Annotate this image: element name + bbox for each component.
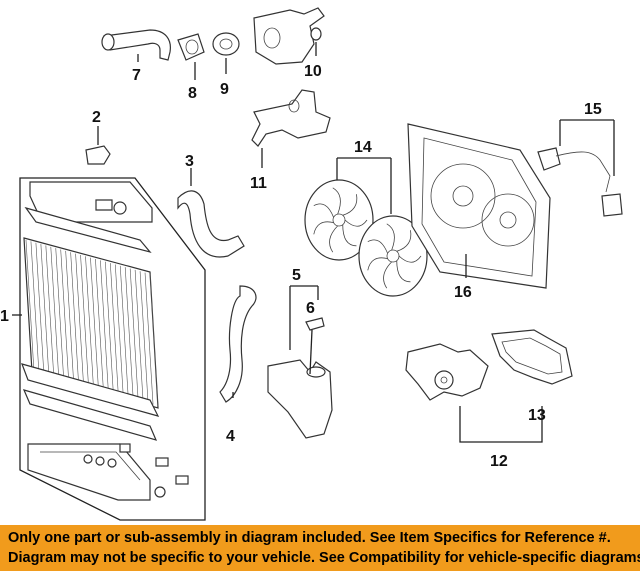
- disclaimer-line-1: Only one part or sub-assembly in diagram…: [8, 530, 611, 546]
- callout-5: 5: [292, 267, 301, 284]
- callout-12: 12: [490, 453, 508, 470]
- callout-7: 7: [132, 67, 141, 84]
- callout-13: 13: [528, 407, 546, 424]
- callout-6: 6: [306, 300, 315, 317]
- disclaimer-banner: Only one part or sub-assembly in diagram…: [0, 525, 640, 571]
- coolant-reservoir: [267, 285, 333, 439]
- cooling-system-exploded-diagram: 1 2 3 4 5 6 7 8 9 10 11 12 13 14 15 16: [0, 7, 623, 521]
- radiator-cap: [85, 126, 111, 165]
- callout-15: 15: [584, 101, 602, 118]
- upper-radiator-hose: [177, 168, 245, 258]
- callout-16: 16: [454, 284, 472, 301]
- bypass-pipe: [251, 89, 331, 168]
- water-pump-gasket: [459, 329, 573, 443]
- callout-9: 9: [220, 81, 229, 98]
- cooling-fans: [304, 157, 428, 297]
- callout-10: 10: [304, 63, 322, 80]
- thermostat: [212, 32, 240, 74]
- thermostat-gasket: [177, 33, 205, 80]
- callout-14: 14: [354, 139, 372, 156]
- callout-8: 8: [188, 85, 197, 102]
- fan-shroud: [407, 123, 551, 289]
- disclaimer-line-2: Diagram may not be specific to your vehi…: [8, 550, 640, 566]
- water-pump: [405, 343, 489, 401]
- radiator-assembly: [12, 177, 206, 521]
- callout-3: 3: [185, 153, 194, 170]
- water-inlet-pipe: [101, 29, 171, 62]
- callout-1: 1: [0, 308, 9, 325]
- lower-radiator-hose: [219, 285, 257, 403]
- callout-2: 2: [92, 109, 101, 126]
- callout-11: 11: [250, 175, 267, 192]
- water-outlet-housing: [253, 7, 325, 65]
- callout-4: 4: [226, 428, 235, 445]
- fan-motors: [537, 119, 623, 217]
- callout-labels: 1 2 3 4 5 6 7 8 9 10 11 12 13 14 15 16: [0, 63, 602, 470]
